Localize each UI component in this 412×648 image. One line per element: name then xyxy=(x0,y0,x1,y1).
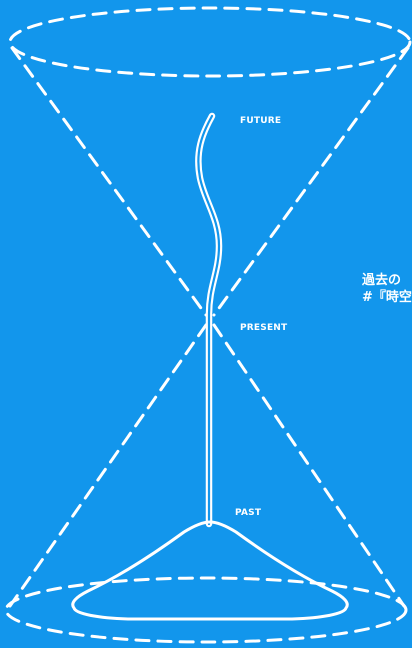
future-label: FUTURE xyxy=(240,116,282,126)
cone-edge-right-upper xyxy=(212,46,410,317)
cone-edge-left-upper xyxy=(10,46,208,317)
past-mound xyxy=(71,520,349,621)
top-cone-rim xyxy=(8,6,412,78)
bottom-cone-rim xyxy=(4,576,408,644)
caption-line-2: #『時空 xyxy=(362,290,412,305)
cone-edge-left-lower xyxy=(8,323,208,608)
cone-edge-right-lower xyxy=(212,323,406,608)
caption-line-1: 過去の xyxy=(362,273,402,288)
overlay-caption: 過去の #『時空 xyxy=(362,272,412,306)
past-label: PAST xyxy=(235,508,262,518)
present-label: PRESENT xyxy=(240,323,288,333)
